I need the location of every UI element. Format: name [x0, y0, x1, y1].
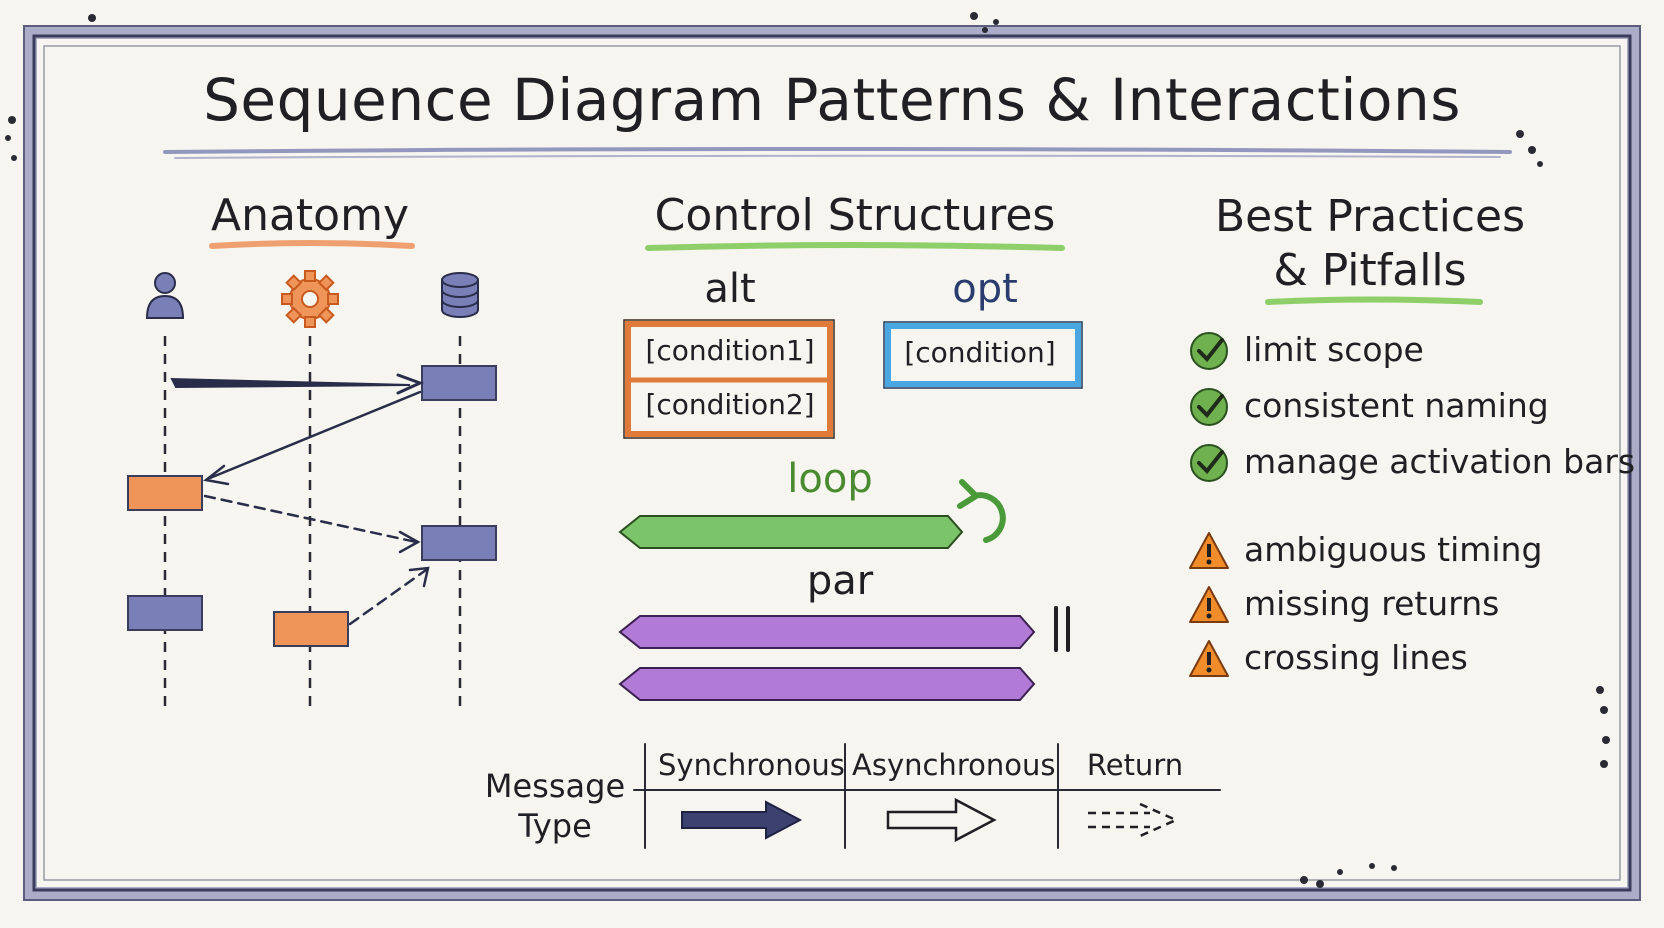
decorative-dots [5, 12, 1610, 888]
activation-bar [127, 475, 203, 511]
alt-frame [623, 319, 835, 439]
best-practice-item: limit scope [1244, 330, 1424, 369]
legend-label-line1: Message [484, 767, 626, 805]
legend-header-synchronous: Synchronous [658, 748, 845, 782]
opt-label: opt [952, 266, 1018, 312]
loop-label: loop [787, 456, 873, 502]
parallel-icon [1054, 606, 1070, 652]
alt-condition-1: [condition1] [645, 334, 815, 367]
page-title: Sequence Diagram Patterns & Interactions [203, 66, 1461, 134]
legend-header-asynchronous: Asynchronous [852, 748, 1056, 782]
par-bar [618, 615, 1036, 649]
check-icon [1190, 444, 1228, 482]
section-heading-anatomy: Anatomy [210, 190, 410, 241]
opt-condition: [condition] [904, 336, 1056, 369]
warning-icon [1189, 586, 1229, 623]
hand-drawn-frame [23, 25, 1641, 901]
sync-arrow-icon [681, 800, 803, 840]
par-label: par [806, 558, 874, 604]
activation-bar [421, 365, 497, 401]
async-message-arrow [348, 568, 428, 626]
opt-frame [883, 321, 1083, 389]
warning-icon [1189, 532, 1229, 569]
loop-bar [618, 515, 964, 549]
best-heading-line2: & Pitfalls [1273, 245, 1467, 296]
check-icon [1190, 332, 1228, 370]
user-icon [145, 272, 185, 319]
pitfall-item: crossing lines [1244, 638, 1468, 677]
async-arrow-icon [886, 797, 997, 843]
loop-arrow-icon [957, 479, 1006, 543]
alt-label: alt [704, 266, 756, 312]
alt-condition-2: [condition2] [645, 388, 815, 421]
warning-icon [1189, 640, 1229, 677]
sync-message-arrow [170, 377, 411, 389]
return-arrow-icon [1088, 802, 1180, 838]
pitfall-item: ambiguous timing [1244, 530, 1543, 569]
control-underline [645, 242, 1065, 251]
title-underline [163, 147, 1512, 159]
legend-label-line2: Type [518, 807, 592, 845]
lifelines [163, 336, 462, 708]
async-message-arrow [203, 494, 418, 544]
best-practice-item: manage activation bars [1244, 442, 1636, 481]
gear-icon [281, 270, 339, 328]
check-icon [1190, 388, 1228, 426]
best-heading-line1: Best Practices [1214, 191, 1526, 242]
legend-label: Message Type [470, 766, 640, 846]
best-practice-item: consistent naming [1244, 386, 1549, 425]
best-underline [1265, 296, 1483, 305]
section-heading-control-structures: Control Structures [654, 190, 1056, 241]
activation-bars [127, 365, 497, 647]
return-message-arrow [208, 390, 422, 480]
par-bar [618, 667, 1036, 701]
activation-bar [127, 595, 203, 631]
anatomy-underline [209, 240, 415, 249]
pitfall-item: missing returns [1244, 584, 1500, 623]
activation-bar [273, 611, 349, 647]
legend-grid [633, 743, 1221, 849]
activation-bar [421, 525, 497, 561]
database-icon [441, 272, 479, 318]
section-heading-best-practices: Best Practices & Pitfalls [1160, 190, 1580, 298]
legend-header-return: Return [1086, 748, 1184, 782]
par-bars [618, 615, 1036, 701]
anatomy-messages [170, 373, 430, 626]
